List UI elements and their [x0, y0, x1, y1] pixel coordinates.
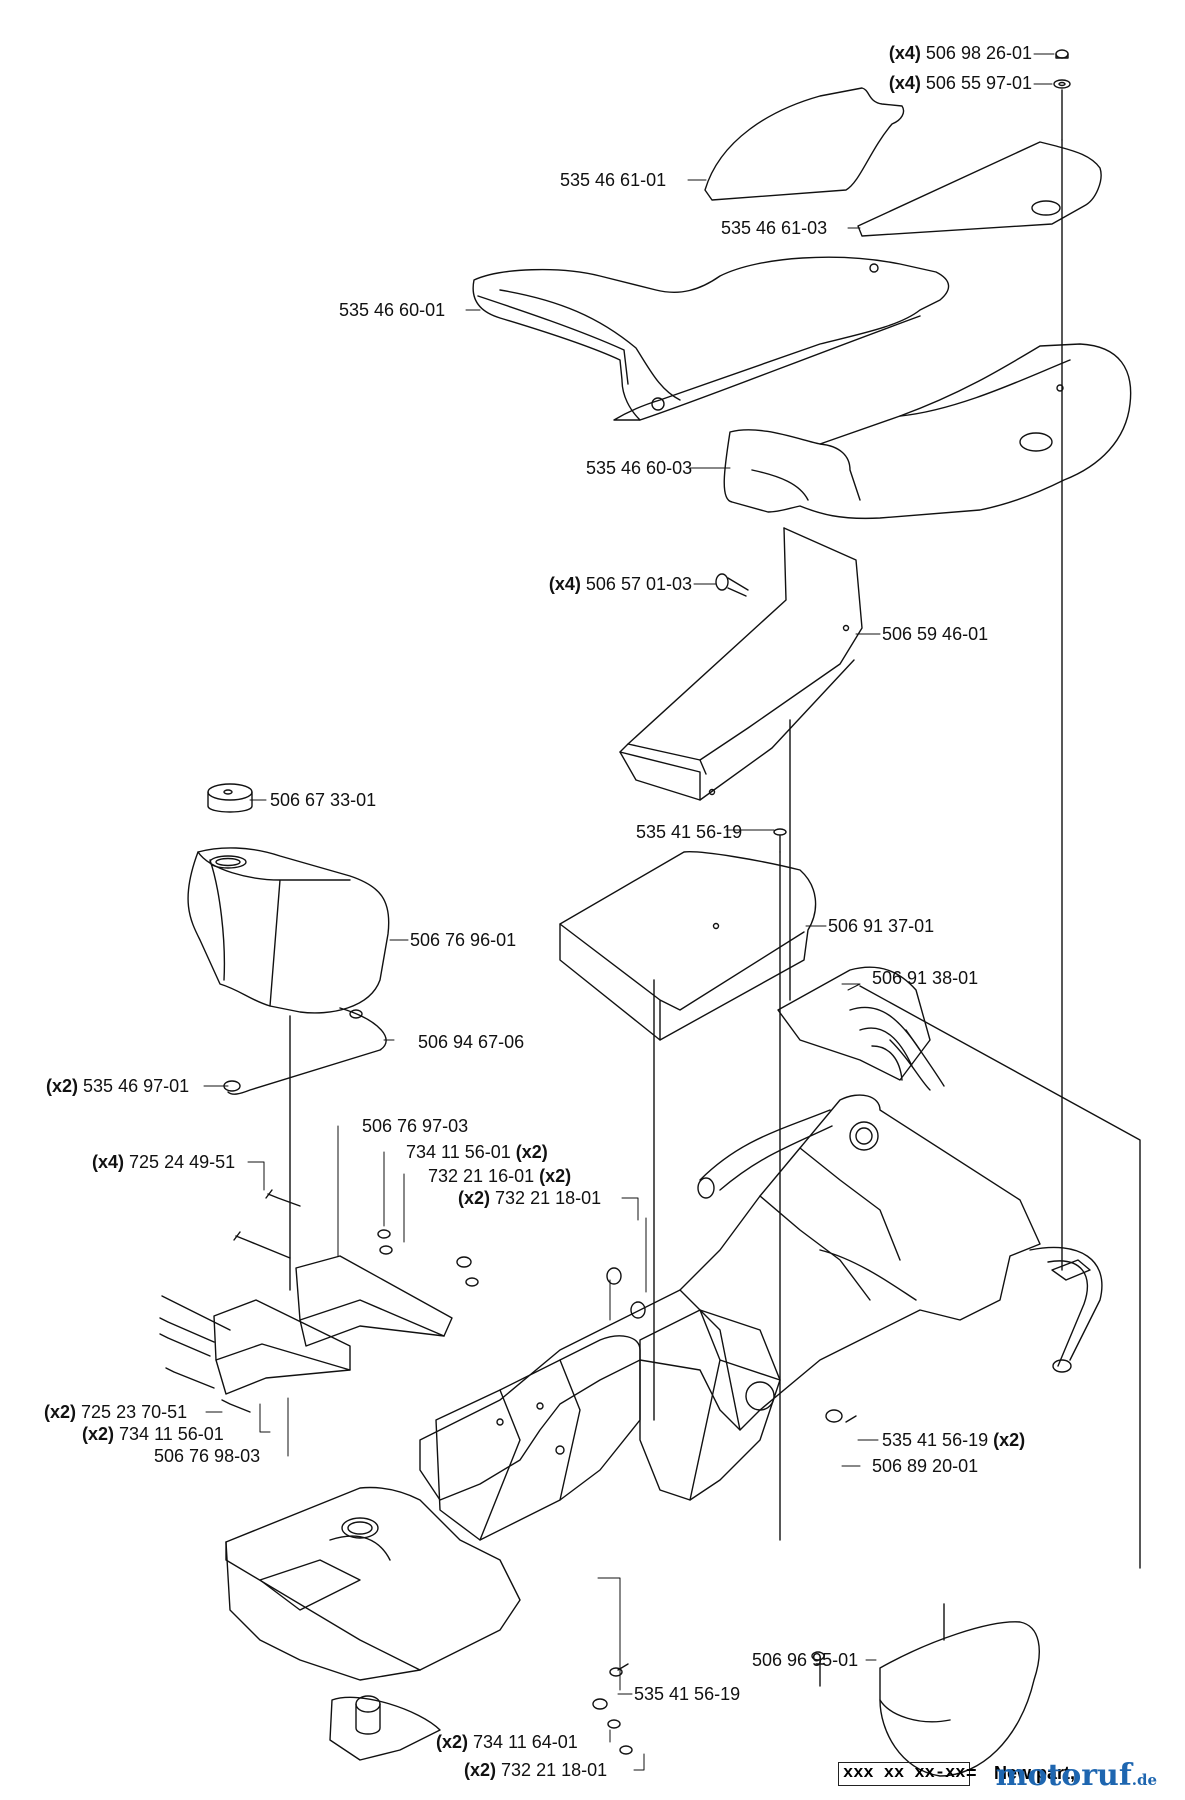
legend-equals: = — [966, 1763, 977, 1783]
label-506-94-67-06: 506 94 67-06 — [418, 1032, 525, 1052]
frame-tube — [699, 1109, 833, 1191]
fuel-tank-506-76-96-01 — [187, 847, 390, 1014]
label-506-67-33-01: 506 67 33-01 — [270, 790, 377, 810]
label-506-89-20-01: 506 89 20-01 — [872, 1456, 979, 1476]
screw-535-41-56-19 — [773, 828, 787, 853]
front-console — [435, 1335, 641, 1541]
label-535-46-60-03: 535 46 60-03 — [586, 458, 693, 478]
cover-506-91-37-01 — [559, 851, 817, 1041]
legend-new-part-box: xxx xx xx-xx — [838, 1762, 971, 1786]
label-535-41-56-19-x2: 535 41 56-19 (x2) — [882, 1430, 1026, 1450]
label-535-46-61-03: 535 46 61-03 — [721, 218, 828, 238]
label-535-41-56-19-bottom: 535 41 56-19 — [634, 1684, 741, 1704]
strap-506-76-97-03 — [295, 1255, 453, 1337]
label-535-46-61-01: 535 46 61-01 — [560, 170, 667, 190]
label-535-46-60-01: 535 46 60-01 — [339, 300, 446, 320]
guard-506-91-38-01 — [777, 966, 931, 1081]
screw-506-98-26-01 — [1055, 49, 1069, 59]
label-725-24-49-51: (x4) 725 24 49-51 — [92, 1152, 236, 1172]
label-535-46-97-01: (x2) 535 46 97-01 — [46, 1076, 190, 1096]
label-506-76-98-03: 506 76 98-03 — [154, 1446, 261, 1466]
label-506-76-96-01: 506 76 96-01 — [410, 930, 517, 950]
label-732-21-18-01-bottom: (x2) 732 21 18-01 — [464, 1760, 608, 1780]
bolts — [159, 1189, 857, 1755]
washer-506-55-97-01 — [1053, 79, 1071, 89]
label-535-41-56-19-top: 535 41 56-19 — [636, 822, 743, 842]
side-cover-506-96-95-01 — [879, 1621, 1040, 1777]
screw-506-57-01-03 — [715, 573, 749, 597]
fuel-line-506-94-67-06 — [227, 1007, 387, 1095]
mount-box — [639, 1309, 781, 1501]
label-506-55-97-01: (x4) 506 55 97-01 — [888, 73, 1032, 93]
label-734-11-64-01: (x2) 734 11 64-01 — [436, 1732, 578, 1752]
fuel-cap-506-67-33-01 — [207, 783, 253, 813]
label-734-11-56-01-x2: (x2) 734 11 56-01 — [82, 1424, 224, 1444]
label-506-76-97-03: 506 76 97-03 — [362, 1116, 469, 1136]
label-734-11-56-01: 734 11 56-01 (x2) — [406, 1142, 548, 1162]
leader-lines — [203, 53, 1055, 1771]
label-506-98-26-01: (x4) 506 98 26-01 — [888, 43, 1032, 63]
label-506-57-01-03: (x4) 506 57 01-03 — [548, 574, 692, 594]
floor-plate — [225, 1486, 521, 1681]
label-725-23-70-51: (x2) 725 23 70-51 — [44, 1402, 188, 1422]
legend-new-part-text: New part, — [994, 1763, 1076, 1783]
seat-pan-535-46-60-01 — [472, 256, 950, 421]
seat-535-46-60-03 — [723, 343, 1132, 520]
seat-pad-535-46-61-03 — [857, 141, 1102, 237]
label-506-96-95-01: 506 96 95-01 — [752, 1650, 859, 1670]
label-506-91-38-01: 506 91 38-01 — [872, 968, 979, 988]
motoruf-logo: motoruf.de — [995, 1758, 1157, 1793]
label-732-21-18-01-top: (x2) 732 21 18-01 — [458, 1188, 602, 1208]
bracket-506-59-46-01 — [619, 527, 863, 801]
seat-pad-535-46-61-01 — [704, 87, 905, 201]
label-732-21-16-01: 732 21 16-01 (x2) — [428, 1166, 572, 1186]
label-506-59-46-01: 506 59 46-01 — [882, 624, 989, 644]
label-506-91-37-01: 506 91 37-01 — [828, 916, 935, 936]
